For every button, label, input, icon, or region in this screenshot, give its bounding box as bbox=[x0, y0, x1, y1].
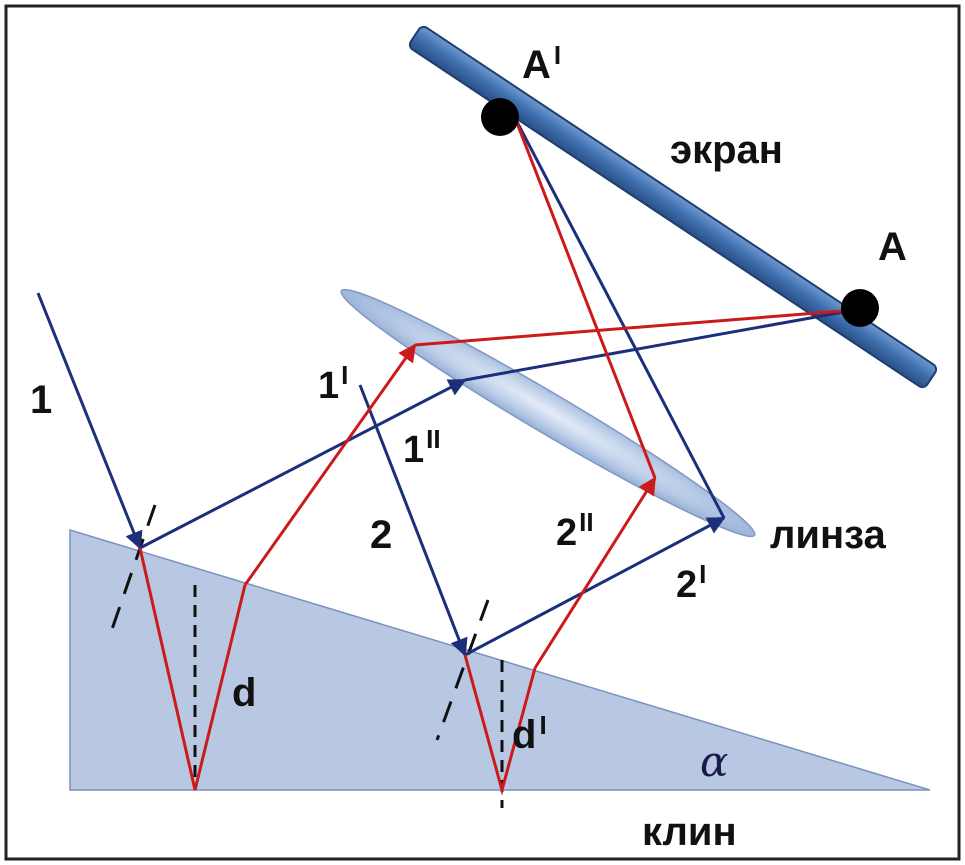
point-A-dot bbox=[841, 289, 879, 327]
incidence-tangent-right bbox=[435, 599, 490, 741]
incidence-tangent-left bbox=[108, 504, 157, 636]
reflected-ray-2-prime bbox=[464, 516, 726, 657]
label-thickness-d: d bbox=[232, 671, 256, 715]
screen-bar bbox=[408, 25, 938, 389]
lens bbox=[340, 288, 756, 538]
label-ray-2-double-prime: 2II bbox=[556, 507, 594, 554]
ray-2-prime-to-A-prime bbox=[513, 117, 726, 519]
label-ray-2-prime: 2I bbox=[676, 559, 706, 606]
ray-2-double-prime-to-A-prime bbox=[513, 117, 657, 479]
label-ray-1-prime: 1I bbox=[318, 360, 348, 407]
reflected-ray-1-prime bbox=[243, 343, 417, 586]
refracted-path-left bbox=[138, 547, 247, 791]
incident-ray-1 bbox=[36, 292, 143, 550]
reflected-ray-2-double-prime bbox=[533, 476, 657, 669]
label-ray-1-double-prime: 1II bbox=[403, 424, 441, 471]
ray-1-double-prime-to-A bbox=[464, 308, 856, 382]
ray-1-prime-to-A bbox=[414, 308, 856, 347]
incident-ray-2 bbox=[358, 384, 468, 657]
refracted-path-right bbox=[463, 654, 537, 796]
label-screen: экран bbox=[670, 128, 783, 172]
label-lens: линза bbox=[770, 513, 887, 557]
point-A-prime-dot bbox=[481, 98, 519, 136]
label-angle-alpha: α bbox=[700, 737, 728, 786]
wedge-glass bbox=[69, 528, 931, 791]
label-beam-1: 1 bbox=[30, 378, 52, 422]
reflected-ray-1-double-prime bbox=[139, 378, 467, 550]
label-wedge: клин bbox=[642, 810, 737, 854]
label-A: A bbox=[878, 225, 907, 269]
label-beam-2: 2 bbox=[370, 513, 392, 557]
